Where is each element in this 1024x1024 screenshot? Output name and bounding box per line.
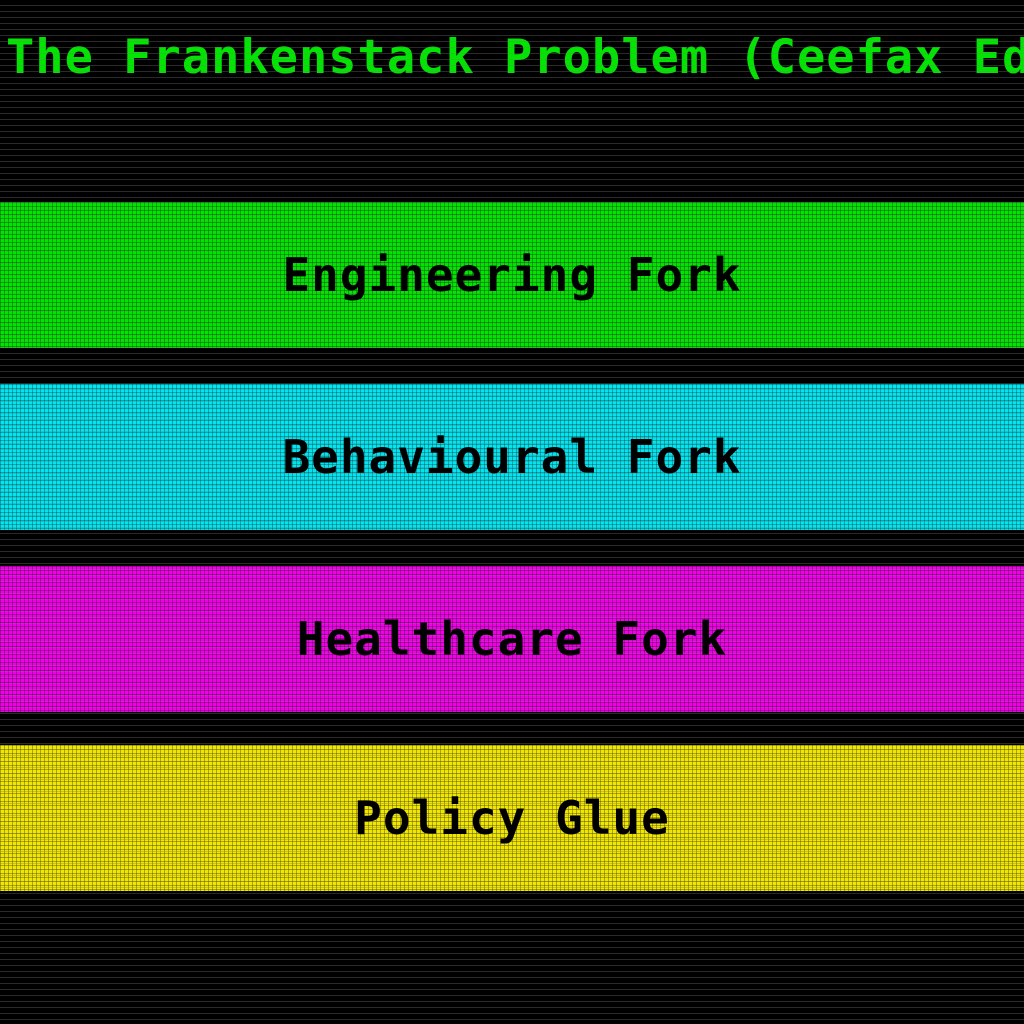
layer-engineering-fork: Engineering Fork (0, 202, 1024, 348)
layer-label: Healthcare Fork (296, 612, 728, 666)
layer-label: Policy Glue (354, 791, 670, 845)
layer-label: Engineering Fork (282, 248, 742, 302)
page-title: The Frankenstack Problem (Ceefax Editi (6, 30, 1024, 85)
layer-healthcare-fork: Healthcare Fork (0, 566, 1024, 712)
layer-policy-glue: Policy Glue (0, 745, 1024, 891)
layer-label: Behavioural Fork (282, 430, 742, 484)
layer-behavioural-fork: Behavioural Fork (0, 384, 1024, 530)
